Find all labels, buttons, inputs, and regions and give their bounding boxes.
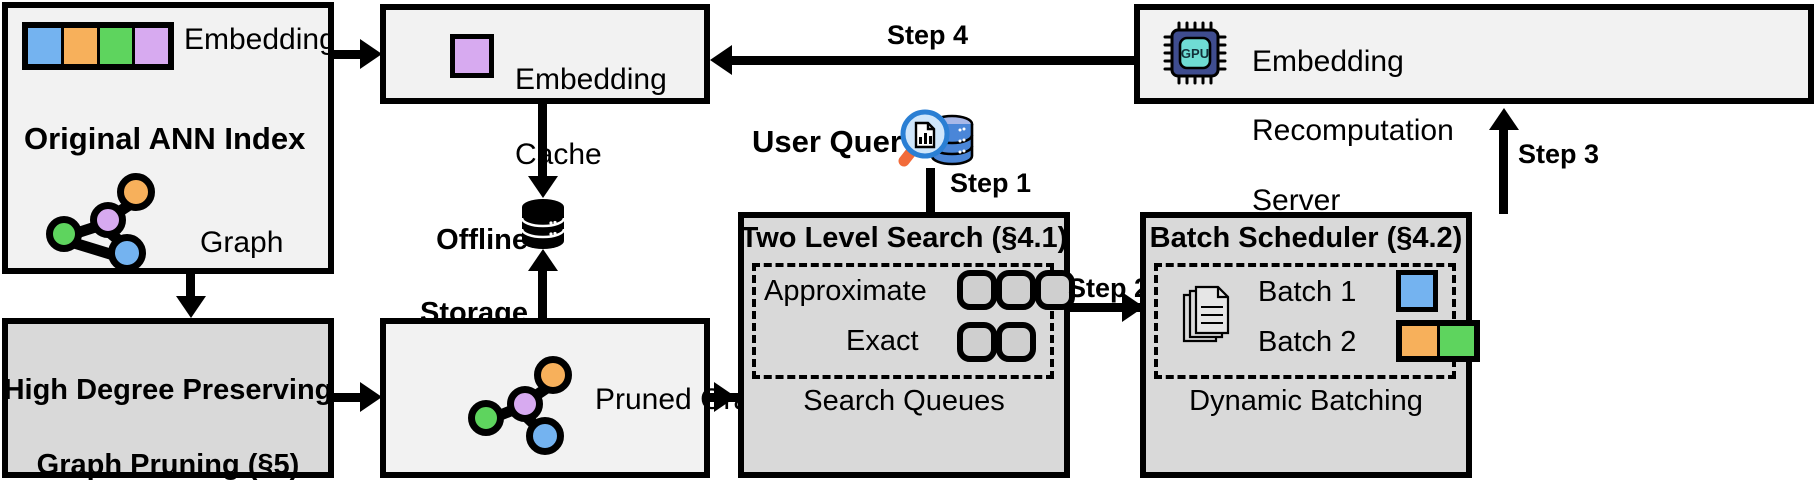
original-ann-index-title: Original ANN Index	[24, 121, 306, 156]
graph-label: Graph	[200, 226, 284, 259]
database-cylinder-icon	[518, 198, 568, 250]
graph-node-blue	[108, 234, 146, 272]
search-queues-dashed-region	[752, 263, 1054, 379]
arrow-cache-to-storage-head	[528, 176, 558, 198]
arrow-pruned-to-storage-head	[528, 249, 558, 271]
arrow-index-to-pruning-head	[176, 296, 206, 318]
offline-storage-label: Offline Storage	[418, 186, 528, 331]
graph-pruning-line2: Graph Pruning (§5)	[36, 449, 300, 481]
arrow-embedding-to-cache-shaft	[334, 50, 366, 59]
arrow-step3-head	[1489, 108, 1519, 130]
step4-label: Step 4	[887, 20, 969, 50]
arrow-pruned-to-search-head	[714, 382, 736, 412]
step1-label: Step 1	[950, 168, 1032, 198]
graph-node-purple	[90, 202, 126, 238]
user-query-label: User Query	[752, 124, 920, 159]
arrow-step3-shaft	[1499, 128, 1508, 214]
arrow-step4-head	[710, 45, 732, 75]
query-search-database-icon	[898, 103, 980, 175]
two-level-search-title: Two Level Search (§4.1)	[740, 222, 1068, 254]
arrow-index-to-pruning-shaft	[186, 274, 195, 300]
recomputation-server-line1: Embedding	[1252, 44, 1404, 78]
arrow-step4-shaft	[726, 56, 1134, 65]
pruned-node-purple	[507, 386, 543, 422]
approximate-queue-slot	[1035, 270, 1075, 310]
approximate-queue-slot	[957, 270, 997, 310]
batch-2-swatch-orange	[1402, 326, 1440, 356]
arrow-pruning-to-pruned-head	[360, 382, 382, 412]
arrow-step2-shaft	[1070, 303, 1142, 312]
embedding-cache-box	[380, 4, 710, 104]
batch-2-swatch-green	[1439, 326, 1474, 356]
exact-queue-slot	[957, 322, 997, 362]
graph-node-orange	[117, 173, 155, 211]
embedding-cell-orange	[63, 28, 100, 64]
batch-1-label: Batch 1	[1258, 276, 1357, 308]
pruned-node-green	[468, 400, 504, 436]
embedding-cache-line1: Embedding	[515, 62, 667, 96]
step2-label: Step 2	[1068, 273, 1150, 303]
search-queues-footer: Search Queues	[803, 385, 1005, 417]
arrow-step2-head	[1122, 292, 1144, 322]
approximate-queue-slot	[996, 270, 1036, 310]
pruned-node-orange	[534, 356, 572, 394]
documents-icon	[1180, 285, 1232, 349]
embedding-cell-blue	[28, 28, 64, 64]
graph-pruning-line1: High Degree Preserving	[3, 373, 333, 406]
batch-2-label: Batch 2	[1258, 326, 1357, 358]
embedding-cell-green	[99, 28, 136, 64]
embedding-cache-line2: Cache	[515, 137, 602, 171]
gpu-icon-text: GPU	[1181, 46, 1209, 61]
arrow-pruning-to-pruned-shaft	[334, 393, 366, 402]
recomputation-server-box	[1134, 4, 1814, 104]
arrow-cache-to-storage-shaft	[538, 104, 547, 180]
step3-label: Step 3	[1518, 139, 1600, 169]
embedding-label: Embedding	[184, 23, 336, 56]
graph-pruning-box	[2, 318, 334, 478]
approximate-label: Approximate	[764, 275, 927, 307]
batch-1-swatch-blue	[1396, 270, 1438, 312]
offline-storage-line1: Offline	[436, 224, 528, 257]
arrow-step1-shaft	[926, 168, 935, 216]
graph-pruning-title: High Degree Preserving Graph Pruning (§5…	[0, 334, 336, 481]
recomputation-server-line2: Recomputation	[1252, 114, 1454, 148]
embedding-cell-purple	[135, 28, 168, 64]
exact-label: Exact	[846, 325, 919, 357]
batch-2-swatch-group	[1396, 320, 1480, 362]
exact-queue-slot	[996, 322, 1036, 362]
arrow-pruned-to-storage-shaft	[538, 270, 547, 320]
batch-scheduler-title: Batch Scheduler (§4.2)	[1149, 222, 1463, 254]
pruned-node-blue	[526, 417, 564, 455]
recomputation-server-title: Embedding Recomputation Server	[1252, 10, 1454, 219]
recomputation-server-line3: Server	[1252, 183, 1341, 217]
embedding-cache-title: Embedding Cache	[515, 23, 667, 173]
dynamic-batching-footer: Dynamic Batching	[1189, 385, 1423, 417]
graph-node-green	[46, 216, 82, 252]
gpu-chip-icon: GPU	[1162, 20, 1228, 86]
embedding-cache-swatch	[450, 34, 494, 78]
embedding-strip	[22, 22, 174, 70]
arrow-embedding-to-cache-head	[360, 39, 382, 69]
